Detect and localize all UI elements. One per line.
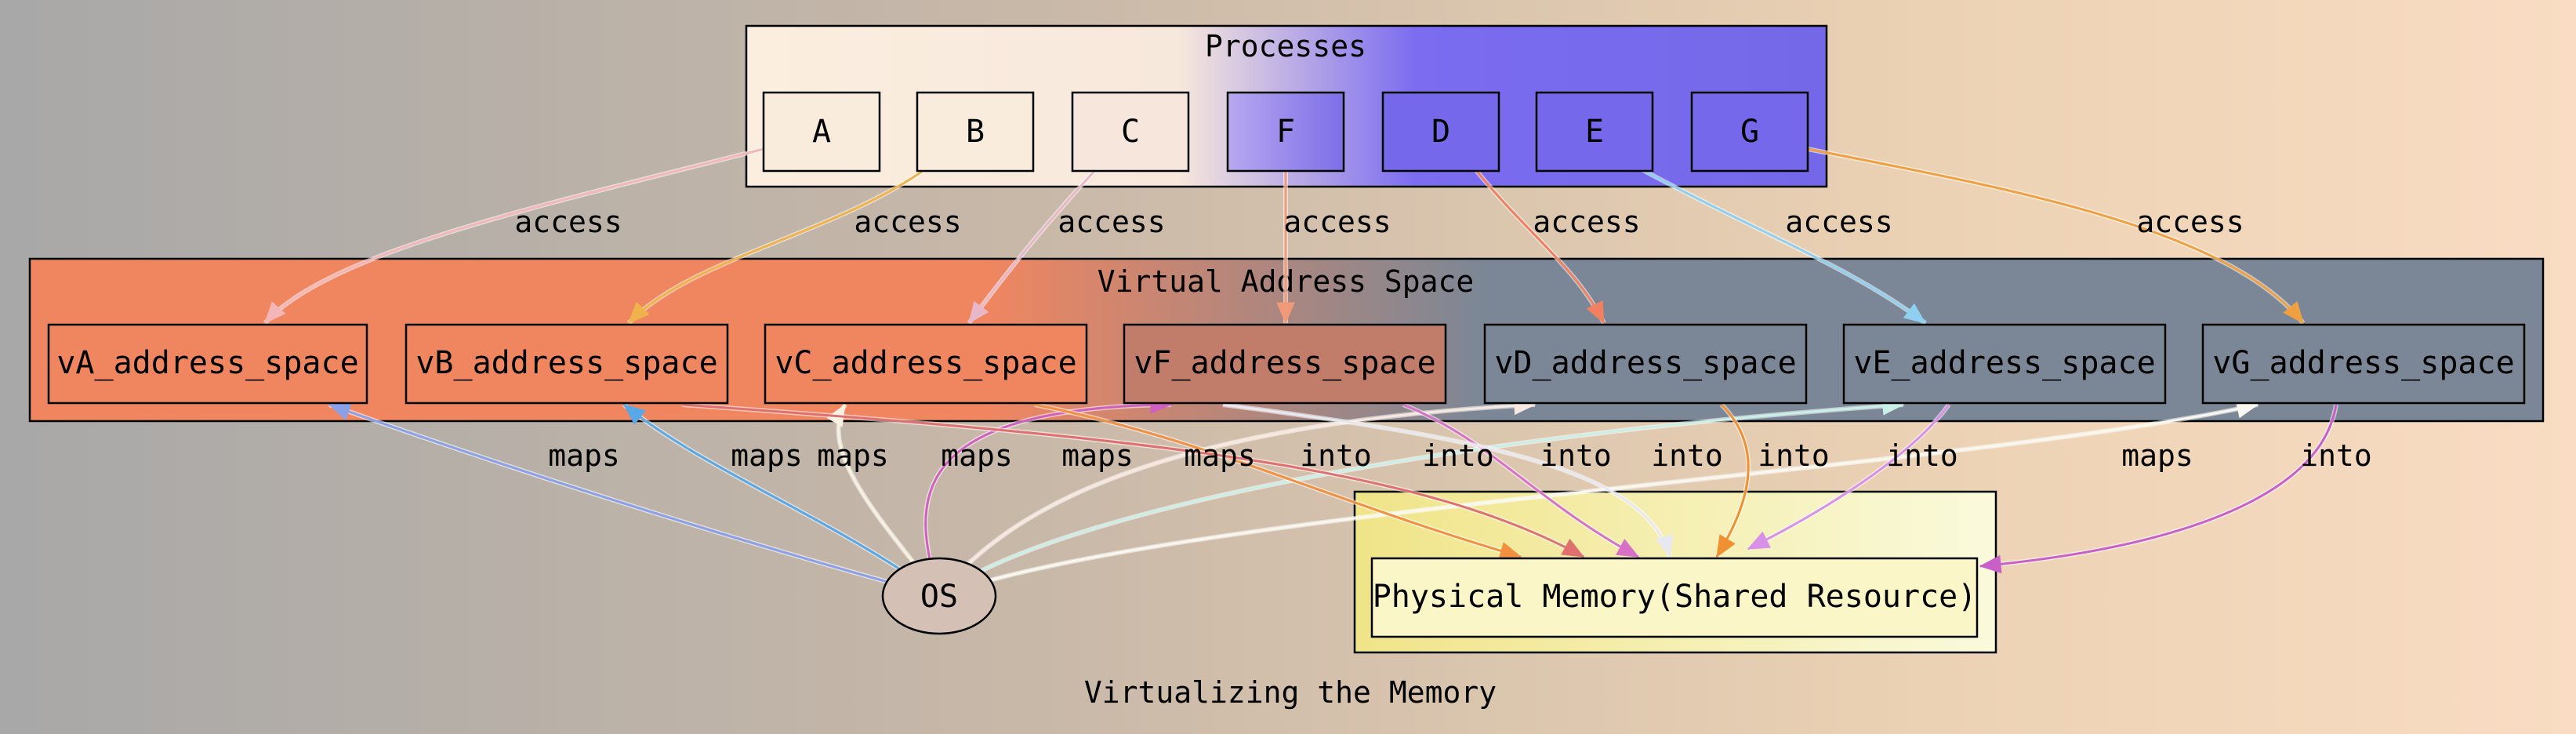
into-edge-d — [1714, 402, 1751, 558]
address-space-node-va[interactable]: vA_address_space — [47, 323, 368, 405]
edges-layer — [263, 147, 2338, 598]
access-edge-label-g: access — [2136, 205, 2244, 239]
address-space-node-vd[interactable]: vD_address_space — [1483, 323, 1808, 405]
processes-cluster-label: Processes — [1205, 29, 1366, 64]
into-edge-label-b: into — [1422, 438, 1494, 473]
maps-edge-a — [328, 402, 940, 598]
into-edge-label-a: into — [1300, 438, 1372, 473]
maps-edge-b — [622, 402, 941, 598]
into-edge-label-e: into — [1886, 438, 1958, 473]
address-space-label-vf: vF_address_space — [1134, 345, 1435, 381]
address-space-label-vb: vB_address_space — [415, 345, 717, 381]
process-node-e[interactable]: E — [1535, 91, 1654, 173]
access-edge-label-f: access — [1283, 205, 1391, 239]
address-space-node-vf[interactable]: vF_address_space — [1123, 323, 1447, 405]
os-node[interactable]: OS — [881, 557, 997, 635]
into-edge-e — [1747, 403, 1951, 551]
process-label-d: D — [1431, 114, 1450, 150]
access-edge-label-b: access — [854, 205, 961, 239]
physical-memory-node[interactable]: Physical Memory(Shared Resource) — [1370, 557, 1979, 638]
access-edge-g — [1807, 147, 2306, 325]
process-node-a[interactable]: A — [762, 91, 881, 173]
address-space-node-vc[interactable]: vC_address_space — [764, 323, 1088, 405]
process-label-f: F — [1276, 114, 1295, 150]
into-edge-b — [681, 402, 1585, 559]
address-space-node-ve[interactable]: vE_address_space — [1842, 323, 2167, 405]
maps-edge-label-a: maps — [548, 438, 620, 473]
edge-labels-layer: access access access access access access acce… — [514, 205, 2371, 473]
process-node-b[interactable]: B — [916, 91, 1035, 173]
address-space-label-vd: vD_address_space — [1494, 345, 1796, 381]
address-space-label-va: vA_address_space — [56, 345, 358, 381]
access-edge-d — [1473, 168, 1606, 325]
process-node-f[interactable]: F — [1226, 91, 1345, 173]
process-node-d[interactable]: D — [1381, 91, 1500, 173]
access-edge-label-a: access — [514, 205, 622, 239]
into-edge-g — [1979, 404, 2338, 574]
address-space-nodes: vA_address_space vB_address_space vC_add… — [47, 323, 2526, 405]
into-edge-label-c: into — [1540, 438, 1612, 473]
maps-edge-label-e: maps — [1184, 438, 1256, 473]
address-space-node-vb[interactable]: vB_address_space — [405, 323, 729, 405]
into-edge-label-d: into — [1758, 438, 1830, 473]
address-space-label-vg: vG_address_space — [2212, 345, 2514, 381]
process-label-c: C — [1121, 114, 1140, 150]
access-edge-c — [967, 167, 1098, 325]
access-edge-label-e: access — [1785, 205, 1892, 239]
maps-edge-label-c: maps — [817, 438, 889, 473]
process-nodes: A B C F D E G — [762, 91, 1809, 173]
process-label-b: B — [966, 114, 985, 150]
address-space-label-ve: vE_address_space — [1853, 345, 2155, 381]
process-node-c[interactable]: C — [1071, 91, 1190, 173]
process-label-a: A — [812, 114, 831, 150]
maps-edge-g — [938, 400, 2259, 598]
process-label-e: E — [1585, 114, 1604, 150]
diagram-caption: Virtualizing the Memory — [1084, 675, 1497, 710]
address-space-label-vc: vC_address_space — [775, 345, 1076, 381]
access-edge-a — [263, 147, 764, 325]
process-node-g[interactable]: G — [1690, 91, 1809, 173]
process-label-g: G — [1740, 114, 1759, 150]
maps-edge-label-b: maps — [731, 438, 803, 473]
address-space-node-vg[interactable]: vG_address_space — [2201, 323, 2526, 405]
access-edge-b — [626, 167, 927, 325]
into-edge-a — [1034, 402, 1522, 560]
physical-memory-label: Physical Memory(Shared Resource) — [1373, 579, 1977, 615]
maps-edge-label-d: maps — [1061, 438, 1134, 473]
into-edge-label-g: into — [2300, 438, 2372, 473]
maps-edge-label-g: maps — [2121, 438, 2193, 473]
access-edge-e — [1640, 167, 1927, 325]
into-edge-label-f: into — [1651, 438, 1723, 473]
access-edge-label-c: access — [1058, 205, 1165, 239]
into-edge-f — [1222, 402, 1674, 558]
access-edge-label-d: access — [1533, 205, 1640, 239]
os-label: OS — [920, 579, 958, 615]
into-edge-c — [1402, 402, 1640, 559]
access-edge-f — [1276, 171, 1295, 325]
maps-edge-label-f: maps — [941, 438, 1013, 473]
